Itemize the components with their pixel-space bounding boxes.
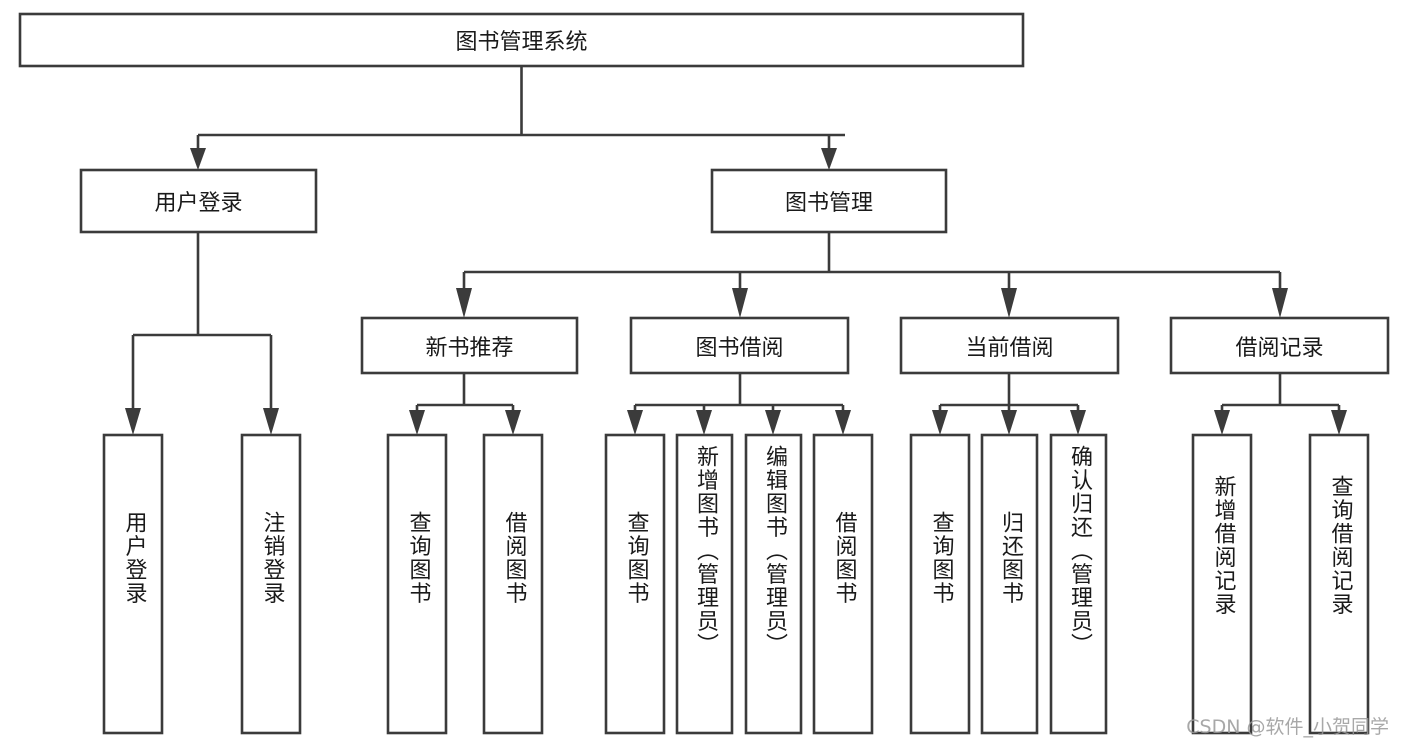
arrow-head-add-record [1214, 410, 1230, 435]
node-box-leaf-edit-book[interactable] [744, 433, 803, 735]
arrow-head-confirm-return [1070, 410, 1086, 435]
connector-root-to-level2 [190, 66, 845, 170]
node-box-book-borrow[interactable] [629, 316, 850, 375]
node-box-new-book-rec[interactable] [360, 316, 579, 375]
node-box-book-manage[interactable] [710, 168, 948, 234]
arrow-head-borrowrecord [1272, 288, 1288, 318]
connector-currentborrow-to-leaves [932, 373, 1086, 435]
arrow-head-add-book [696, 410, 712, 435]
connector-newbook-to-leaves [409, 373, 521, 435]
node-box-leaf-confirm-return[interactable] [1049, 433, 1108, 735]
node-box-leaf-query-book-2[interactable] [604, 433, 666, 735]
arrow-head-bookborrow [732, 288, 748, 318]
arrow-head-leaf-user-login [125, 408, 141, 435]
arrow-head-user-login [190, 148, 206, 170]
node-box-leaf-user-login[interactable] [102, 433, 164, 735]
node-box-leaf-query-book-1[interactable] [386, 433, 448, 735]
arrow-head-borrow-book-1 [505, 410, 521, 435]
arrow-head-currentborrow [1001, 288, 1017, 318]
arrow-head-query-book-3 [932, 410, 948, 435]
node-box-leaf-user-logout[interactable] [240, 433, 302, 735]
node-box-leaf-borrow-book-2[interactable] [812, 433, 874, 735]
connector-bookmanage-to-level3 [456, 232, 1288, 318]
node-box-borrow-record[interactable] [1169, 316, 1390, 375]
node-box-current-borrow[interactable] [899, 316, 1120, 375]
node-box-leaf-query-record[interactable] [1308, 433, 1370, 735]
node-box-root[interactable] [18, 12, 1025, 68]
arrow-head-query-record [1331, 410, 1347, 435]
arrow-head-newbook [456, 288, 472, 318]
arrow-head-query-book-1 [409, 410, 425, 435]
node-box-leaf-query-book-3[interactable] [909, 433, 971, 735]
node-box-leaf-return-book[interactable] [980, 433, 1039, 735]
arrow-head-return-book [1001, 410, 1017, 435]
arrow-head-query-book-2 [627, 410, 643, 435]
node-box-leaf-add-record[interactable] [1191, 433, 1253, 735]
arrow-head-book-manage [821, 148, 837, 170]
connector-borrowrecord-to-leaves [1214, 373, 1347, 435]
arrow-head-borrow-book-2 [835, 410, 851, 435]
node-box-user-login[interactable] [79, 168, 318, 234]
node-box-leaf-borrow-book-1[interactable] [482, 433, 544, 735]
arrow-head-edit-book [765, 410, 781, 435]
connector-userlogin-to-leaves [125, 232, 279, 435]
connector-bookborrow-to-leaves [627, 373, 851, 435]
arrow-head-leaf-user-logout [263, 408, 279, 435]
node-box-leaf-add-book[interactable] [675, 433, 734, 735]
